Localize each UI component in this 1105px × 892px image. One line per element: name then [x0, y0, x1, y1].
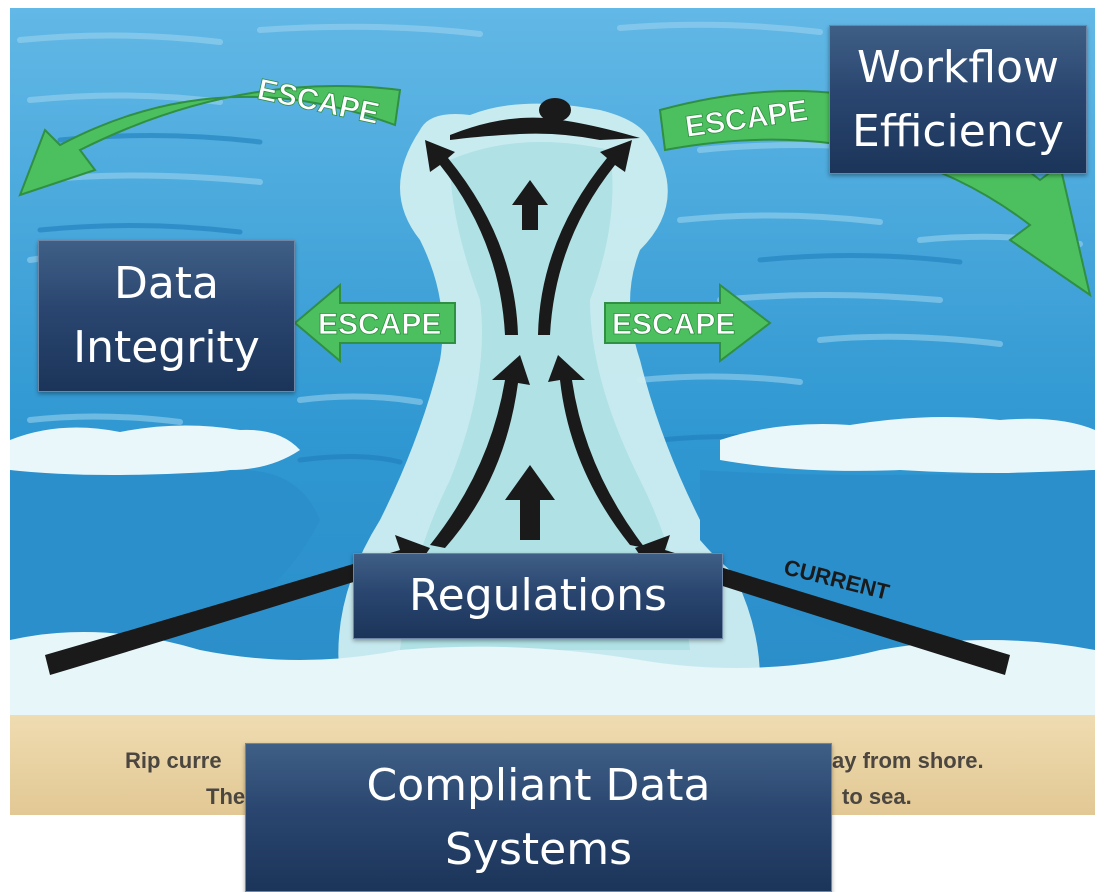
regulations-label: Regulations [409, 570, 667, 622]
caption-line2-right: to sea. [842, 784, 912, 809]
workflow-efficiency-label: Workflow Efficiency [852, 41, 1064, 157]
escape-arrow-mid-right [604, 282, 772, 364]
current-arrow-right [635, 535, 1010, 675]
flow-arrow-center-upper [512, 180, 548, 230]
flow-arrow-right-upper [538, 140, 632, 335]
wave-right [720, 416, 1095, 473]
flow-arrow-center-lower [505, 465, 555, 540]
wave-left-body [10, 470, 320, 660]
compliant-data-systems-label: Compliant Data Systems [366, 759, 711, 875]
data-integrity-box: Data Integrity [38, 240, 295, 392]
escape-label-mid-right: ESCAPE [612, 308, 735, 341]
caption-line2-left: The [206, 784, 246, 809]
escape-label-mid-left: ESCAPE [318, 308, 441, 341]
data-integrity-label: Data Integrity [73, 258, 260, 373]
workflow-efficiency-box: Workflow Efficiency [829, 25, 1087, 174]
flow-arrow-left-lower [430, 355, 530, 548]
flow-arrow-right-lower [548, 355, 645, 548]
caption-line1-right: ay from shore. [832, 748, 984, 773]
current-arrow-left [45, 535, 430, 675]
shore-foam [10, 632, 1095, 730]
escape-arrow-mid-left [293, 282, 456, 364]
caption-line1-left: Rip curre [125, 748, 222, 773]
wave-left [10, 425, 300, 478]
escape-arrow-top-left [18, 85, 402, 197]
current-arrows [45, 140, 1010, 675]
swimmer-figure [450, 98, 640, 140]
compliant-data-systems-box: Compliant Data Systems [245, 743, 832, 892]
regulations-box: Regulations [353, 553, 723, 639]
flow-arrow-left-upper [425, 140, 518, 335]
